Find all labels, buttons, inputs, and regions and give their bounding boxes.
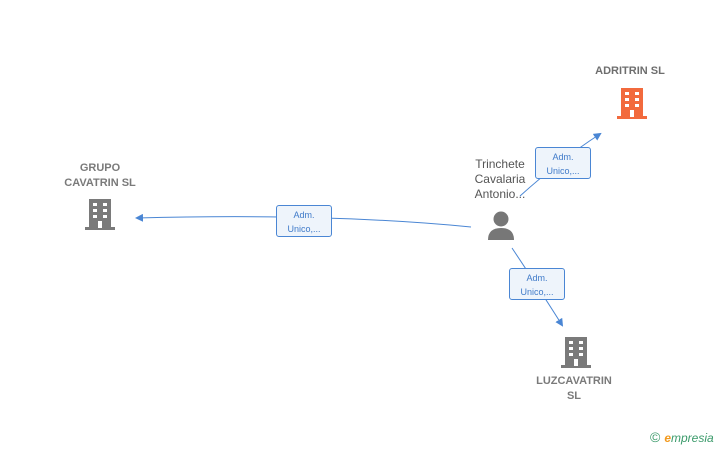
copyright-symbol: © [650,429,661,445]
node-label-grupo-cavatrin[interactable]: GRUPO CAVATRIN SL [64,162,136,189]
edge-label-adritrin[interactable]: Adm. Unico,... [535,147,591,179]
brand-name: mpresia [671,431,714,445]
brand-logo: ©empresia [650,429,714,445]
person-label[interactable]: Trinchete Cavalaria Antonio... [474,157,526,201]
building-icon[interactable] [85,199,115,230]
edge-label-luzcavatrin[interactable]: Adm. Unico,... [509,268,565,300]
building-icon[interactable] [561,337,591,368]
brand-initial: e [664,431,672,445]
node-label-luzcavatrin[interactable]: LUZCAVATRIN SL [536,375,612,402]
node-label-adritrin[interactable]: ADRITRIN SL [595,65,665,77]
person-icon[interactable] [488,211,514,241]
edge-label-grupo[interactable]: Adm. Unico,... [276,205,332,237]
building-icon[interactable] [617,88,647,120]
